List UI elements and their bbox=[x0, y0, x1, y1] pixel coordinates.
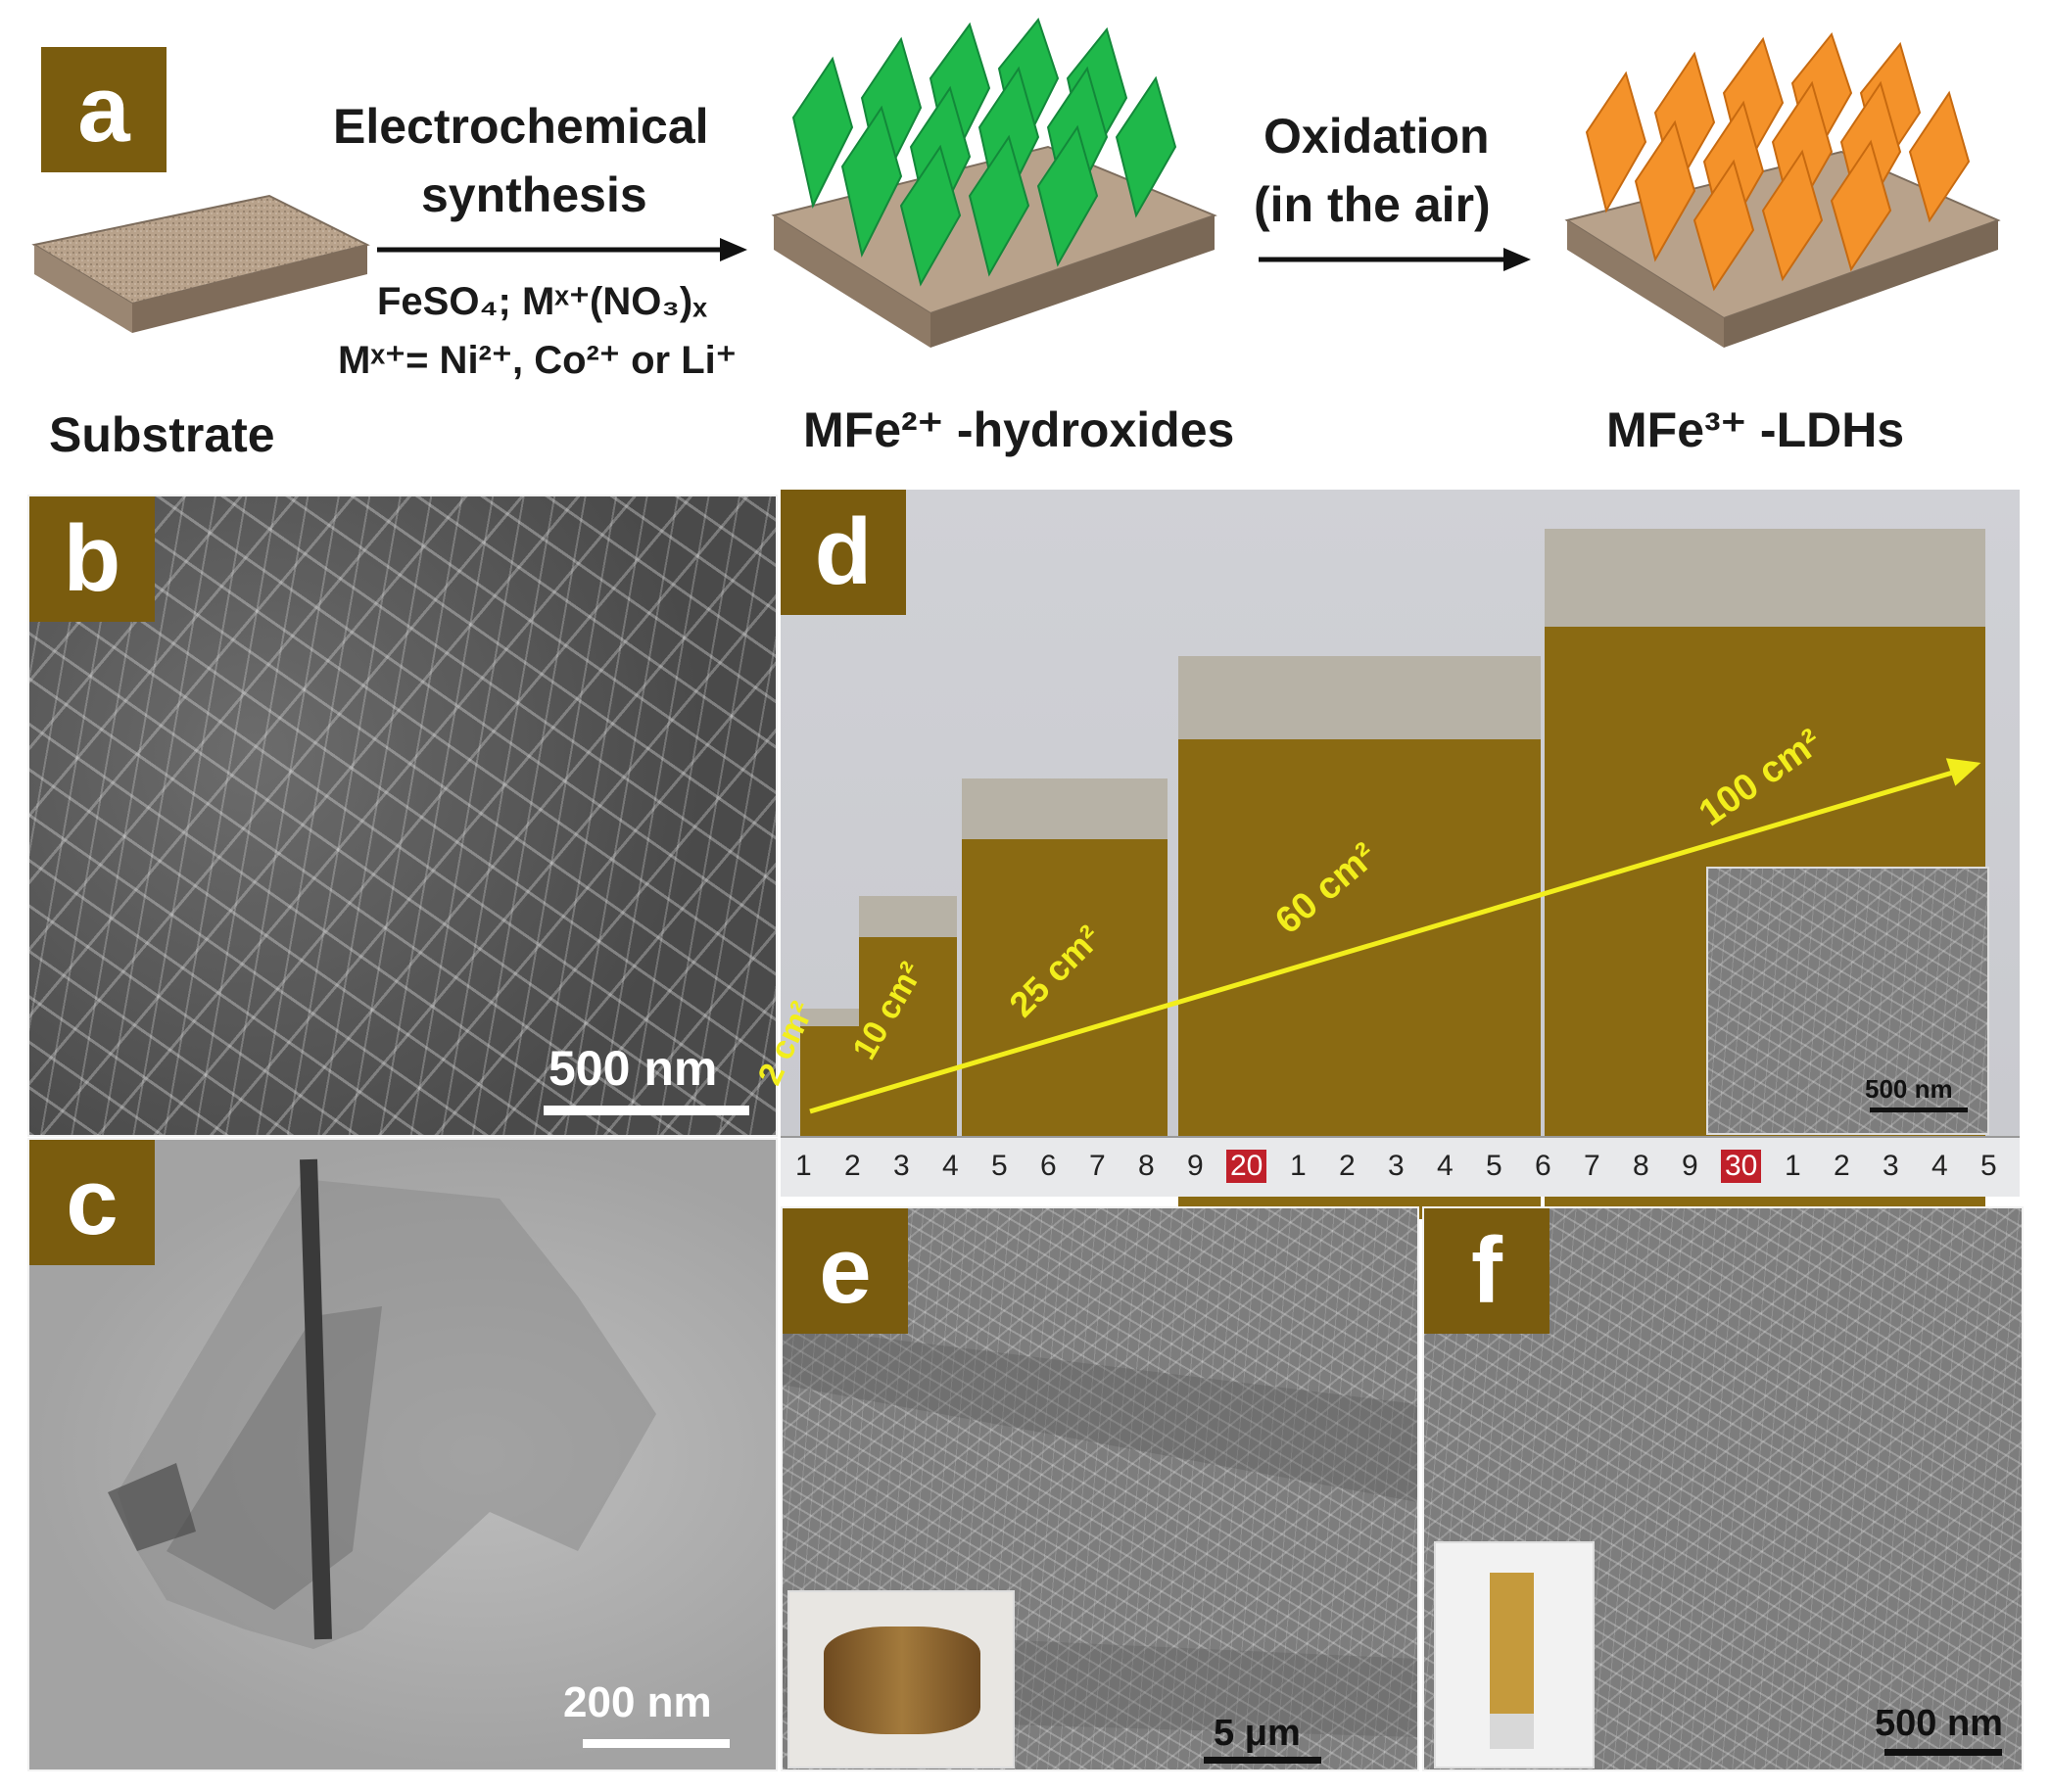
sample-60cm2 bbox=[1178, 656, 1541, 1219]
ruler-mark: 4 bbox=[942, 1150, 959, 1182]
ruler-mark: 7 bbox=[1584, 1150, 1600, 1182]
ruler-mark: 1 bbox=[1290, 1150, 1307, 1182]
ruler-mark: 9 bbox=[1682, 1150, 1698, 1182]
ruler-mark: 2 bbox=[1339, 1150, 1356, 1182]
ruler-mark: 2 bbox=[844, 1150, 861, 1182]
ruler-mark: 3 bbox=[1388, 1150, 1405, 1182]
arrow-synthesis bbox=[377, 238, 747, 261]
scalebar-label-e: 5 μm bbox=[1214, 1713, 1301, 1754]
tem-flake bbox=[108, 1158, 656, 1649]
ruler-mark: 6 bbox=[1040, 1150, 1057, 1182]
panel-a: a Substrate Electrochemical synthesis Fe… bbox=[0, 0, 2050, 480]
panel-label-c: c bbox=[29, 1140, 155, 1265]
panel-e-inset-photo bbox=[787, 1590, 1015, 1768]
ruler-mark: 1 bbox=[795, 1150, 812, 1182]
caption-substrate: Substrate bbox=[49, 407, 275, 462]
scalebar-label-c: 200 nm bbox=[563, 1678, 712, 1726]
sample-2cm2 bbox=[800, 1009, 859, 1154]
sample-10cm2 bbox=[859, 896, 957, 1177]
caption-ldhs: MFe³⁺ -LDHs bbox=[1606, 402, 1905, 457]
panel-f-inset-photo bbox=[1434, 1541, 1595, 1768]
reagents-line1: FeSO₄; Mˣ⁺(NO₃)ₓ bbox=[377, 280, 707, 323]
ruler-mark: 7 bbox=[1089, 1150, 1106, 1182]
ruler-mark: 6 bbox=[1535, 1150, 1551, 1182]
scalebar-label-b: 500 nm bbox=[548, 1041, 718, 1096]
ruler-mark: 4 bbox=[1931, 1150, 1948, 1182]
ruler-mark: 2 bbox=[1834, 1150, 1850, 1182]
ruler-mark: 5 bbox=[991, 1150, 1008, 1182]
panel-d-inset-sem: 500 nm bbox=[1706, 867, 1989, 1135]
ruler-mark: 9 bbox=[1187, 1150, 1204, 1182]
sample-25cm2 bbox=[962, 778, 1168, 1197]
ruler: 1 2 3 4 5 6 7 8 9 20 1 2 3 4 5 6 7 8 9 3… bbox=[781, 1136, 2020, 1197]
ldh-illustration bbox=[1564, 31, 2001, 348]
ruler-mark-major: 20 bbox=[1226, 1150, 1267, 1183]
ruler-mark: 8 bbox=[1138, 1150, 1155, 1182]
ruler-mark: 5 bbox=[1486, 1150, 1502, 1182]
step2-line2: (in the air) bbox=[1254, 177, 1491, 232]
ruler-mark: 1 bbox=[1785, 1150, 1801, 1182]
reagents-line2: Mˣ⁺= Ni²⁺, Co²⁺ or Li⁺ bbox=[338, 339, 737, 382]
substrate-illustration bbox=[31, 194, 370, 333]
panel-c-tem-image: c 200 nm bbox=[27, 1138, 778, 1771]
scalebar-label-d-inset: 500 nm bbox=[1865, 1074, 1953, 1104]
scalebar-f bbox=[1884, 1749, 2002, 1756]
ruler-mark-major: 30 bbox=[1721, 1150, 1762, 1183]
panel-d-photo: 500 nm 2 cm² 10 cm² 25 cm² 60 cm² 100 cm… bbox=[751, 490, 2020, 1234]
ruler-mark: 3 bbox=[1883, 1150, 1899, 1182]
step1-line2: synthesis bbox=[421, 167, 647, 222]
rolled-electrode bbox=[824, 1627, 980, 1734]
scalebar-c bbox=[583, 1739, 730, 1748]
caption-hydroxides: MFe²⁺ -hydroxides bbox=[803, 402, 1235, 457]
panel-label-a: a bbox=[41, 47, 167, 172]
panel-e-sem-image: e 5 μm bbox=[781, 1206, 1419, 1771]
panel-label-e: e bbox=[783, 1208, 908, 1334]
scalebar-label-f: 500 nm bbox=[1875, 1703, 2003, 1744]
scalebar-b bbox=[544, 1106, 749, 1115]
ruler-mark: 3 bbox=[893, 1150, 910, 1182]
ruler-mark: 4 bbox=[1437, 1150, 1454, 1182]
arrow-oxidation bbox=[1259, 248, 1531, 271]
scalebar-e bbox=[1204, 1757, 1321, 1764]
panel-label-d: d bbox=[781, 490, 906, 615]
panel-b-sem-image: b 500 nm bbox=[27, 495, 778, 1137]
panel-label-f: f bbox=[1424, 1208, 1549, 1334]
hydroxide-illustration bbox=[771, 17, 1217, 348]
step1-line1: Electrochemical bbox=[333, 99, 709, 154]
scalebar-d-inset bbox=[1870, 1108, 1968, 1112]
panel-label-b: b bbox=[29, 496, 155, 622]
ruler-mark: 8 bbox=[1633, 1150, 1649, 1182]
ruler-mark: 5 bbox=[1980, 1150, 1997, 1182]
panel-f-sem-image: f 500 nm bbox=[1422, 1206, 2024, 1771]
scale-up-arrow bbox=[809, 758, 1981, 1114]
strip-electrode bbox=[1490, 1573, 1534, 1749]
step2-line1: Oxidation bbox=[1263, 109, 1490, 164]
